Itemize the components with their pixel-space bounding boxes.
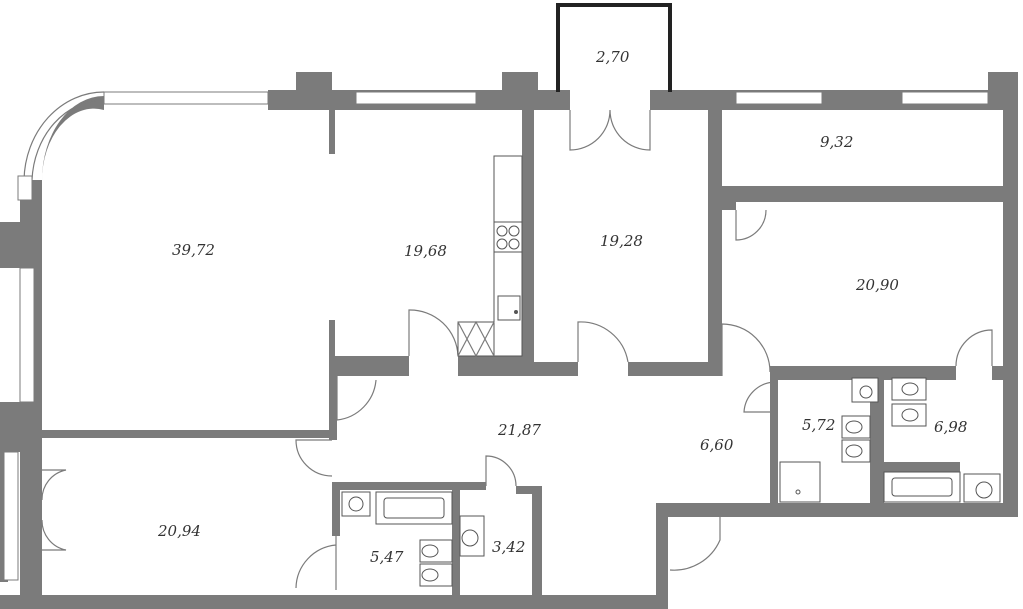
area-wc: 3,42	[492, 538, 525, 556]
area-living: 39,72	[172, 241, 215, 259]
area-loggia: 9,32	[820, 133, 853, 151]
sink-1	[851, 377, 879, 403]
window-left-2	[3, 451, 19, 581]
area-bedroom-left: 20,94	[157, 522, 201, 540]
area-bath-2: 6,98	[934, 418, 967, 436]
door-living	[336, 376, 377, 421]
door-right-bedroom-2	[955, 329, 993, 367]
door-center-room	[577, 321, 629, 363]
kitchen-fixtures	[457, 155, 523, 358]
wall-top-2	[530, 90, 570, 110]
door-balcony	[569, 109, 651, 151]
area-kitchen: 19,68	[404, 242, 447, 260]
area-hall: 21,87	[497, 421, 541, 439]
area-room-center: 19,28	[600, 232, 643, 250]
interior-walls	[42, 110, 1004, 595]
wall-bottom-right-drop	[656, 503, 668, 609]
bay-window	[17, 91, 105, 201]
wc-fixtures	[459, 515, 485, 557]
kitchen-sink	[497, 295, 521, 321]
door-bath-3	[295, 536, 337, 590]
wall-bottom-right	[656, 503, 1018, 517]
area-bedroom-right: 20,90	[855, 276, 899, 294]
balcony-frame	[556, 3, 672, 92]
wall-bottom	[0, 595, 668, 609]
door-corridor	[669, 517, 721, 571]
kitchen-counter	[493, 155, 523, 357]
window-3	[735, 91, 823, 105]
area-corridor: 6,60	[700, 436, 734, 454]
bath-1-fixtures	[779, 377, 879, 503]
window-2	[355, 91, 477, 105]
doors	[41, 109, 993, 590]
wall-left-lower	[20, 430, 42, 609]
door-bath-1	[743, 381, 775, 413]
wall-column-1	[296, 72, 332, 110]
door-kitchen	[408, 309, 459, 357]
wall-right	[1003, 90, 1018, 510]
kitchen-unit	[457, 321, 495, 357]
door-loggia	[735, 209, 767, 241]
area-bath-3: 5,47	[370, 548, 404, 566]
window-4	[901, 91, 989, 105]
door-wc	[485, 455, 517, 487]
door-right-bedroom-1	[721, 323, 771, 376]
bath-2-fixtures	[883, 377, 1001, 503]
door-entrance	[41, 469, 67, 551]
wall-left-column-1	[0, 222, 42, 268]
shower-1	[779, 461, 821, 503]
area-balcony-top: 2,70	[595, 48, 630, 66]
door-left-bedroom	[295, 439, 333, 477]
area-bath-1: 5,72	[802, 416, 835, 434]
area-labels: 39,72 19,68 19,28 2,70 9,32 20,90 21,87 …	[157, 48, 967, 566]
bath-3-fixtures	[341, 491, 453, 587]
window-left-1	[19, 267, 35, 403]
window-1	[103, 91, 269, 105]
